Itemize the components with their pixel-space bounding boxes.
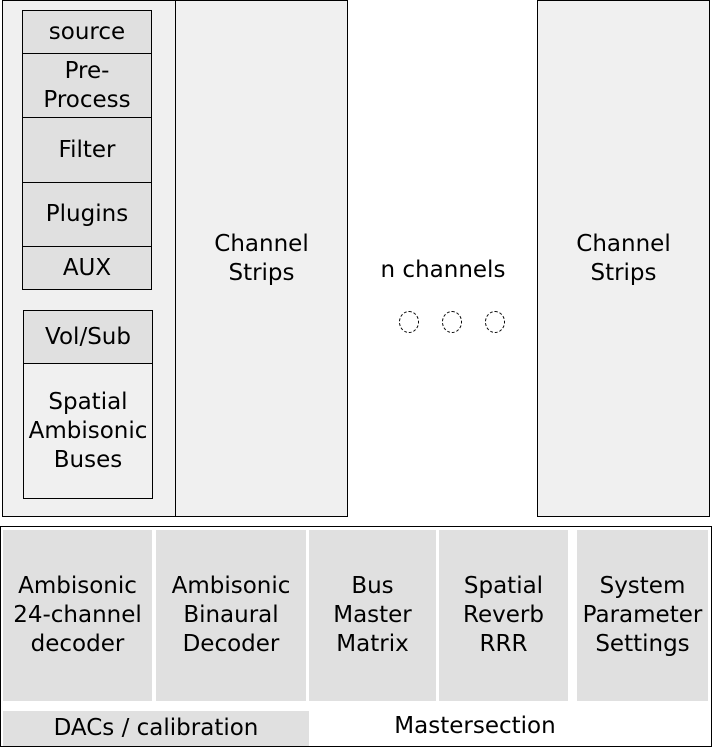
ellipsis-dot-1 [399, 311, 419, 333]
module-vol-sub: Vol/Sub [23, 310, 153, 364]
ellipsis-dot-2 [442, 311, 462, 333]
module-pre-process: Pre- Process [22, 53, 152, 118]
module-plugins: Plugins [22, 182, 152, 247]
channel-strip-right [537, 0, 710, 517]
master-spatial-reverb-rrr: Spatial Reverb RRR [439, 530, 568, 701]
mastersection-title: Mastersection [394, 712, 556, 739]
module-aux: AUX [22, 246, 152, 290]
module-source: source [22, 10, 152, 54]
master-bus-master-matrix: Bus Master Matrix [309, 530, 436, 701]
channel-strips-label-right: Channel Strips [576, 231, 671, 286]
dacs-calibration: DACs / calibration [3, 711, 309, 746]
n-channels-label: n channels [380, 256, 506, 283]
master-ambisonic-binaural-decoder: Ambisonic Binaural Decoder [156, 530, 306, 701]
master-system-parameter-settings: System Parameter Settings [577, 530, 708, 701]
module-filter: Filter [22, 117, 152, 183]
ellipsis-dot-3 [485, 311, 505, 333]
master-ambisonic-24ch-decoder: Ambisonic 24-channel decoder [3, 530, 152, 701]
module-spatial-ambisonic-buses: Spatial Ambisonic Buses [23, 363, 153, 499]
channel-strip-left-divider [175, 0, 176, 517]
channel-strips-label-left: Channel Strips [214, 231, 309, 286]
